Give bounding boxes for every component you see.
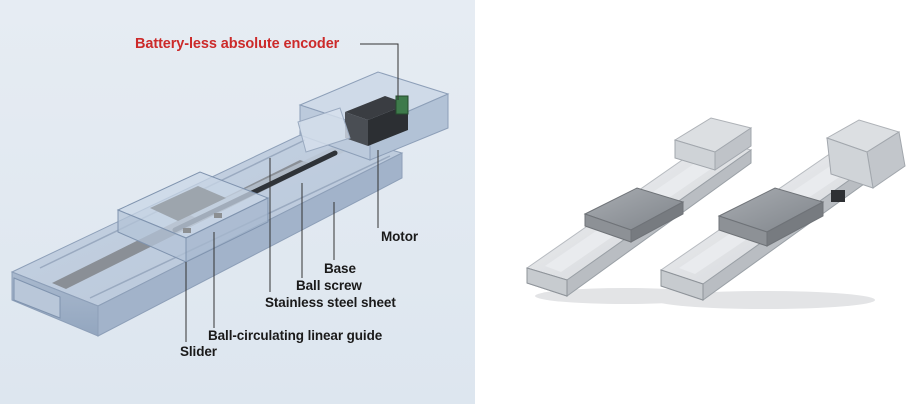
actuator-cutaway-illustration — [10, 43, 450, 342]
label-stainless-steel-sheet: Stainless steel sheet — [265, 295, 396, 310]
cutaway-diagram-panel: Battery-less absolute encoder Motor Base… — [0, 0, 475, 404]
product-photo-panel — [475, 0, 923, 404]
motor-housing — [297, 71, 450, 161]
label-battery-less-encoder: Battery-less absolute encoder — [135, 36, 340, 52]
label-ball-screw: Ball screw — [296, 278, 362, 293]
label-motor: Motor — [381, 229, 418, 244]
label-linear-guide: Ball-circulating linear guide — [208, 328, 383, 343]
slider-block — [116, 171, 270, 263]
actuator-motor-folded-photo — [655, 119, 906, 309]
label-base: Base — [324, 261, 356, 276]
label-slider: Slider — [180, 344, 217, 359]
actuator-standard-photo — [525, 117, 753, 304]
product-photo — [525, 117, 906, 309]
leader-lines — [185, 43, 399, 342]
